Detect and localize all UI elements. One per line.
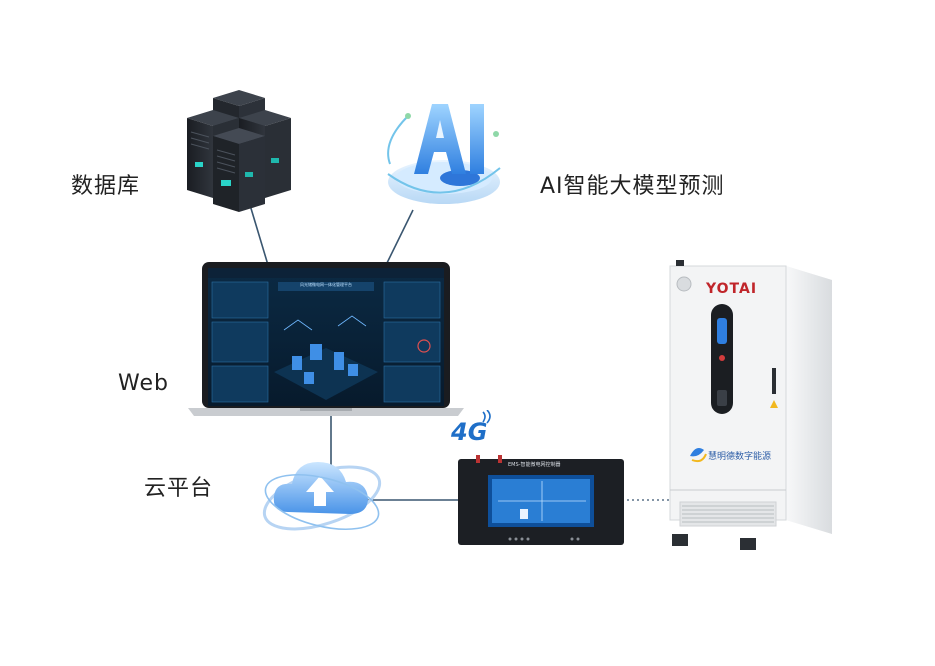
ems-controller-device — [458, 455, 624, 545]
energy-storage-cabinet — [669, 260, 832, 550]
database-servers-icon — [187, 90, 291, 212]
laptop-screen-title: 风光储微电网一体化管理平台 — [300, 282, 352, 287]
cabinet-company-name: 慧明德数字能源 — [708, 452, 772, 462]
ai-label: AI智能大模型预测 — [540, 174, 725, 199]
database-label: 数据库 — [71, 174, 141, 199]
cloud-platform-icon — [262, 462, 382, 531]
signal-waves-icon — [482, 410, 491, 424]
laptop-web-platform — [188, 262, 464, 416]
line-ai-laptop — [385, 209, 414, 266]
line-database-laptop — [249, 204, 269, 266]
cloud-label: 云平台 — [144, 476, 214, 501]
web-label: Web — [118, 371, 169, 396]
ai-model-icon — [387, 104, 501, 204]
cabinet-brand-logo: YOTAI — [706, 281, 758, 297]
controller-title: EMS-智能微电网控制器 — [508, 462, 561, 468]
network-4g-badge: 4G — [451, 418, 488, 446]
